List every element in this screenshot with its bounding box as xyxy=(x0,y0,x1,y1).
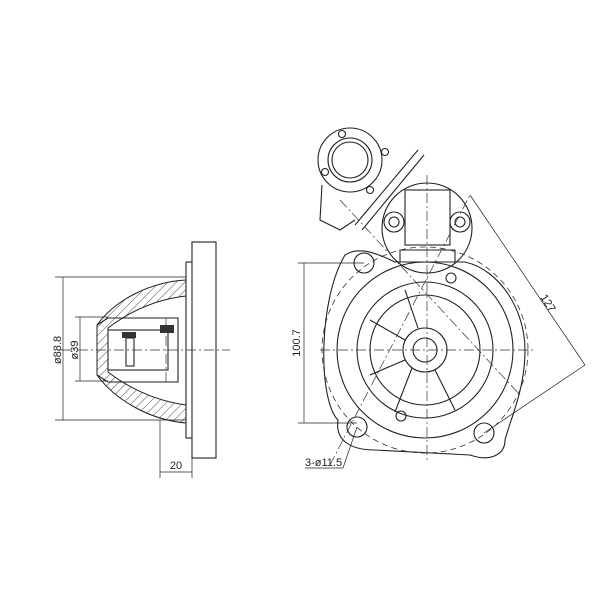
mount-hole xyxy=(473,422,495,444)
dim-pilot-diameter: ø39 xyxy=(69,341,81,360)
set-screw xyxy=(122,332,136,338)
mount-hole xyxy=(346,416,368,438)
side-view: ø88.8 ø39 20 xyxy=(52,241,230,478)
dim-mounting-holes: 3-ø11.5 xyxy=(305,457,342,469)
dim-flange-offset: 20 xyxy=(170,460,182,472)
housing-section xyxy=(96,279,187,424)
dim-hole-spacing-vertical: 100.7 xyxy=(291,329,303,357)
housing-outline xyxy=(323,250,526,459)
front-view: 100.7 127 3-ø11.5 xyxy=(291,127,586,469)
dim-hole-spacing-diagonal: 127 xyxy=(537,292,557,314)
dim-outer-diameter: ø88.8 xyxy=(52,336,64,364)
solenoid-cap xyxy=(317,127,383,193)
